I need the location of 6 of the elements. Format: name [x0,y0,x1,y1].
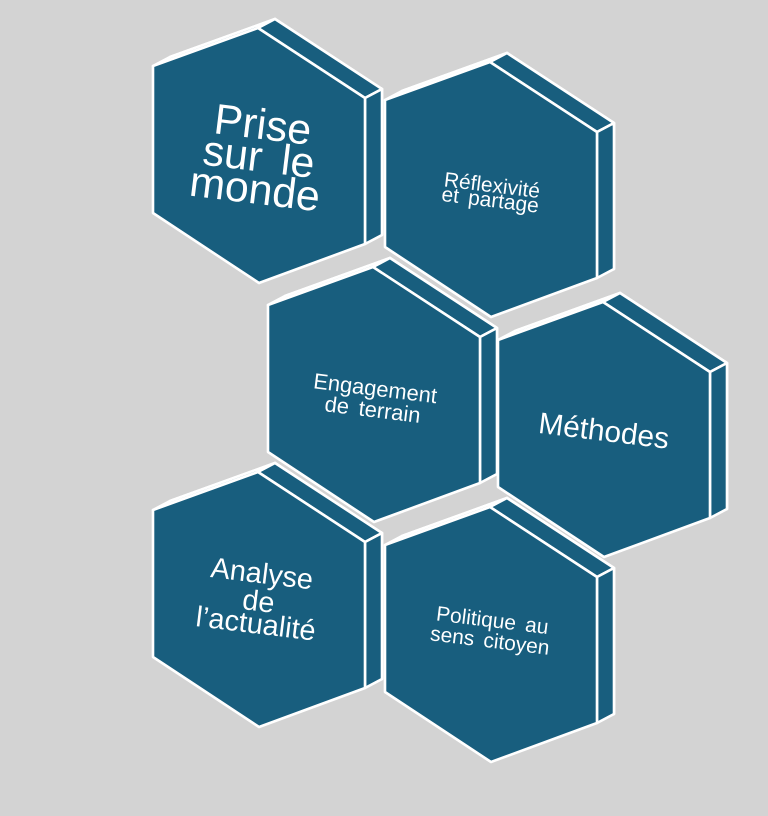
hexagon-box: Méthodes [496,292,728,558]
hexagon-box: Prise sur le monde [152,18,384,284]
hexagon-box: Analyse de l’actualité [152,462,384,728]
hexagon-box: Réflexivité et partage [384,52,616,318]
hexagon-box: Politique au sens citoyen [384,496,616,764]
hexagon-box: Engagement de terrain [266,256,498,524]
